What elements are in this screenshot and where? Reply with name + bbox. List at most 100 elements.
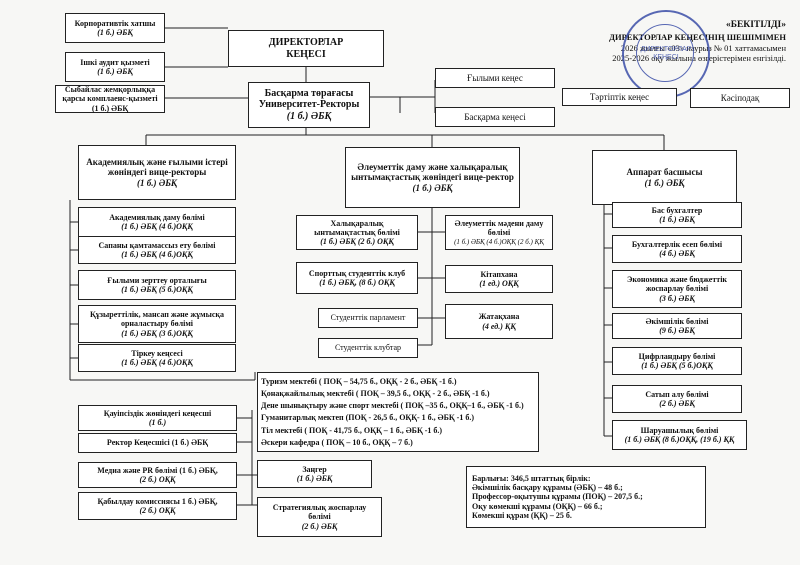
box-name: Басқарма кеңесі: [464, 111, 526, 122]
security-advisor-box: Қауіпсіздік жөніндегі кеңесші (1 б.): [78, 405, 237, 431]
academic-unit-box: Сапаны қамтамассыз ету бөлімі (1 б.) ӘБҚ…: [78, 236, 236, 264]
approval-title: «БЕКІТІЛДІ»: [725, 20, 786, 30]
academic-unit-box: Тіркеу кеңсесі (1 б.) ӘБҚ (4 б.)ОҚҚ: [78, 344, 236, 372]
unit-staff: (1 б.) ӘБҚ (4 б.)ОҚҚ (2 б.) ҚҚ: [454, 237, 544, 246]
box-staff: (1 б.) ӘБҚ: [412, 182, 453, 193]
box-staff: (2 б.) ОҚҚ: [139, 506, 176, 515]
box-staff: (2 б.) ОҚҚ: [139, 475, 176, 484]
box-name: Ішкі аудит қызметі: [80, 57, 150, 67]
management-council-box: Басқарма кеңесі: [435, 107, 555, 127]
apparatus-unit-box: Шаруашылық бөлімі (1 б.) ӘБҚ (8 б.)ОҚҚ, …: [612, 420, 747, 450]
unit-staff: (4 ед.) ҚҚ: [482, 321, 516, 331]
vp-social-box: Әлеуметтік даму және халықаралық ынтымақ…: [345, 147, 520, 208]
unit-name: Академиялық даму бөлімі: [109, 212, 205, 222]
unit-name: Әкімшілік бөлімі: [645, 316, 709, 326]
trade-union-box: Кәсіподақ: [690, 88, 790, 108]
school-item: Туризм мектебі ( ПОҚ – 54,75 б., ОҚҚ - 2…: [261, 376, 457, 386]
academic-unit-box: Академиялық даму бөлімі (1 б.) ӘБҚ (4 б.…: [78, 207, 236, 237]
box-name: Медиа және PR бөлімі (1 б.) ӘБҚ,: [97, 465, 218, 475]
school-item: Қонақжайлылық мектебі ( ПОҚ – 39,5 б., О…: [261, 389, 490, 399]
totals-line: Әкімшілік басқару құрамы (ӘБҚ) – 48 б.;: [472, 483, 623, 493]
strategic-planning-box: Стратегиялық жоспарлау бөлімі (2 б.) ӘБҚ: [257, 497, 382, 537]
board-title-2: КЕҢЕСІ: [286, 48, 326, 60]
media-pr-box: Медиа және PR бөлімі (1 б.) ӘБҚ, (2 б.) …: [78, 462, 237, 488]
box-name: Кәсіподақ: [720, 92, 760, 103]
board-of-directors-box: ДИРЕКТОРЛАР КЕҢЕСІ: [228, 30, 384, 67]
totals-line: Профессор-оқытушы құрамы (ПОҚ) – 207,5 б…: [472, 492, 643, 502]
unit-name: Кітапхана: [480, 269, 518, 279]
box-name: Әлеуметтік даму және халықаралық ынтымақ…: [351, 161, 514, 183]
school-item: Дене шынықтыру және спорт мектебі ( ПОҚ …: [261, 401, 524, 411]
social-unit-box: Кітапхана (1 ед.) ОҚҚ: [445, 265, 553, 293]
school-item: Тіл мектебі ( ПОҚ - 41,75 б., ОҚҚ – 1 б.…: [261, 425, 443, 435]
vp-academic-box: Академиялық және ғылыми істері жөніндегі…: [78, 145, 236, 200]
box-name: Стратегиялық жоспарлау бөлімі: [272, 503, 367, 522]
admissions-box: Қабылдау комиссиясы 1 б.) ӘБҚ, (2 б.) ОҚ…: [78, 492, 237, 520]
social-unit-box: Студенттік парламент: [318, 308, 418, 328]
unit-name: Ғылыми зерттеу орталығы: [107, 275, 207, 285]
lawyer-box: Заңгер (1 б.) ӘБҚ: [257, 460, 372, 488]
official-stamp: ДИРЕКТОРЛАР КЕҢЕСІ: [622, 10, 710, 98]
box-name: Сыбайлас жемқорлыққа қарсы комплаенс-қыз…: [62, 85, 158, 113]
rector-staff: (1 б.) ӘБҚ: [286, 110, 332, 122]
unit-staff: (1 б.) ӘБҚ (3 б.)ОҚҚ: [121, 328, 193, 338]
unit-name: Студенттік клубтар: [334, 343, 402, 353]
unit-name: Шаруашылық бөлімі: [640, 425, 719, 435]
unit-staff: (1 б.) ӘБҚ (4 б.)ОҚҚ: [121, 250, 193, 259]
unit-name: Тіркеу кеңсесі: [131, 348, 183, 358]
unit-name: Экономика және бюджеттік жоспарлау бөлім…: [626, 275, 728, 294]
unit-staff: (1 б.) ӘБҚ (4 б.)ОҚҚ: [121, 222, 193, 231]
box-name: Академиялық және ғылыми істері жөніндегі…: [86, 156, 228, 178]
unit-name: Әлеуметтік мәдени даму бөлімі: [454, 219, 544, 238]
totals-title: Барлығы: 346,5 штаттық бірлік:: [472, 474, 591, 484]
rector-box: Басқарма төрағасы Университет-Ректоры (1…: [248, 82, 370, 128]
social-unit-box: Жатақхана (4 ед.) ҚҚ: [445, 304, 553, 339]
internal-audit-box: Ішкі аудит қызметі (1 б.) ӘБҚ: [65, 52, 165, 82]
box-name: Заңгер: [302, 464, 327, 474]
rector-title-1: Басқарма төрағасы: [264, 87, 354, 99]
totals-line: Оқу көмекші құрамы (ОҚҚ) – 66 б.;: [472, 501, 603, 511]
apparatus-unit-box: Әкімшілік бөлімі (9 б.) ӘБҚ: [612, 313, 742, 339]
unit-staff: (1 б.) ӘБҚ (5 б.)ОҚҚ: [641, 361, 713, 370]
unit-name: Жатақхана: [478, 312, 520, 322]
unit-name: Студенттік парламент: [330, 313, 406, 323]
unit-name: Спорттық студенттік клуб: [308, 268, 406, 278]
unit-staff: (1 б.) ӘБҚ: [659, 215, 695, 224]
board-title-1: ДИРЕКТОРЛАР: [268, 37, 344, 48]
box-staff: (1 б.) ӘБҚ: [97, 67, 133, 76]
unit-name: Бухгалтерлік есеп бөлімі: [631, 239, 723, 249]
box-name: Қабылдау комиссиясы 1 б.) ӘБҚ,: [97, 496, 218, 506]
unit-name: Сапаны қамтамассыз ету бөлімі: [98, 240, 216, 250]
apparatus-head-box: Аппарат басшысы (1 б.) ӘБҚ: [592, 150, 737, 205]
stamp-inner-ring: [636, 24, 694, 82]
academic-unit-box: Ғылыми зерттеу орталығы (1 б.) ӘБҚ (5 б.…: [78, 270, 236, 300]
unit-staff: (1 б.) ӘБҚ (8 б.)ОҚҚ, (19 б.) ҚҚ: [624, 435, 735, 444]
apparatus-unit-box: Бас бухгалтер (1 б.) ӘБҚ: [612, 202, 742, 228]
totals-line: Көмекші құрам (ҚҚ) – 25 б.: [472, 510, 572, 520]
unit-name: Сатып алу бөлімі: [645, 389, 709, 399]
box-name: Тәртіптік кеңес: [589, 91, 650, 102]
box-name: Қауіпсіздік жөніндегі кеңесші: [103, 408, 212, 418]
box-name: Ғылыми кеңес: [467, 72, 523, 83]
anticorruption-compliance-box: Сыбайлас жемқорлыққа қарсы комплаенс-қыз…: [55, 85, 165, 113]
box-name: Корпоративтік хатшы: [74, 18, 156, 28]
school-item: Әскери кафедра ( ПОҚ – 10 б., ОҚҚ – 7 б.…: [261, 437, 413, 447]
unit-staff: (4 б.) ӘБҚ: [659, 249, 695, 258]
unit-name: Құзыреттілік, мансап және жұмысқа орнала…: [90, 310, 224, 329]
school-item: Гуманитарлық мектеп (ПОҚ - 26,5 б., ОҚҚ-…: [261, 413, 475, 423]
box-name: Аппарат басшысы: [626, 167, 703, 178]
box-name: Ректор Кеңесшісі (1 б.) ӘБҚ: [106, 438, 209, 448]
apparatus-unit-box: Бухгалтерлік есеп бөлімі (4 б.) ӘБҚ: [612, 235, 742, 263]
schools-box: Туризм мектебі ( ПОҚ – 54,75 б., ОҚҚ - 2…: [257, 372, 539, 452]
box-staff: (2 б.) ӘБҚ: [301, 521, 338, 531]
social-unit-box: Халықаралық ынтымақтастық бөлімі (1 б.) …: [296, 215, 418, 250]
unit-staff: (1 ед.) ОҚҚ: [479, 279, 519, 288]
social-unit-box: Әлеуметтік мәдени даму бөлімі (1 б.) ӘБҚ…: [445, 215, 553, 250]
rector-advisor-box: Ректор Кеңесшісі (1 б.) ӘБҚ: [78, 433, 237, 453]
discipline-council-box: Тәртіптік кеңес: [562, 88, 677, 106]
unit-name: Бас бухгалтер: [651, 205, 703, 215]
totals-box: Барлығы: 346,5 штаттық бірлік: Әкімшілік…: [466, 466, 706, 528]
unit-staff: (1 б.) ӘБҚ, (8 б.) ОҚҚ: [319, 278, 395, 287]
box-staff: (1 б.) ӘБҚ: [296, 474, 333, 483]
